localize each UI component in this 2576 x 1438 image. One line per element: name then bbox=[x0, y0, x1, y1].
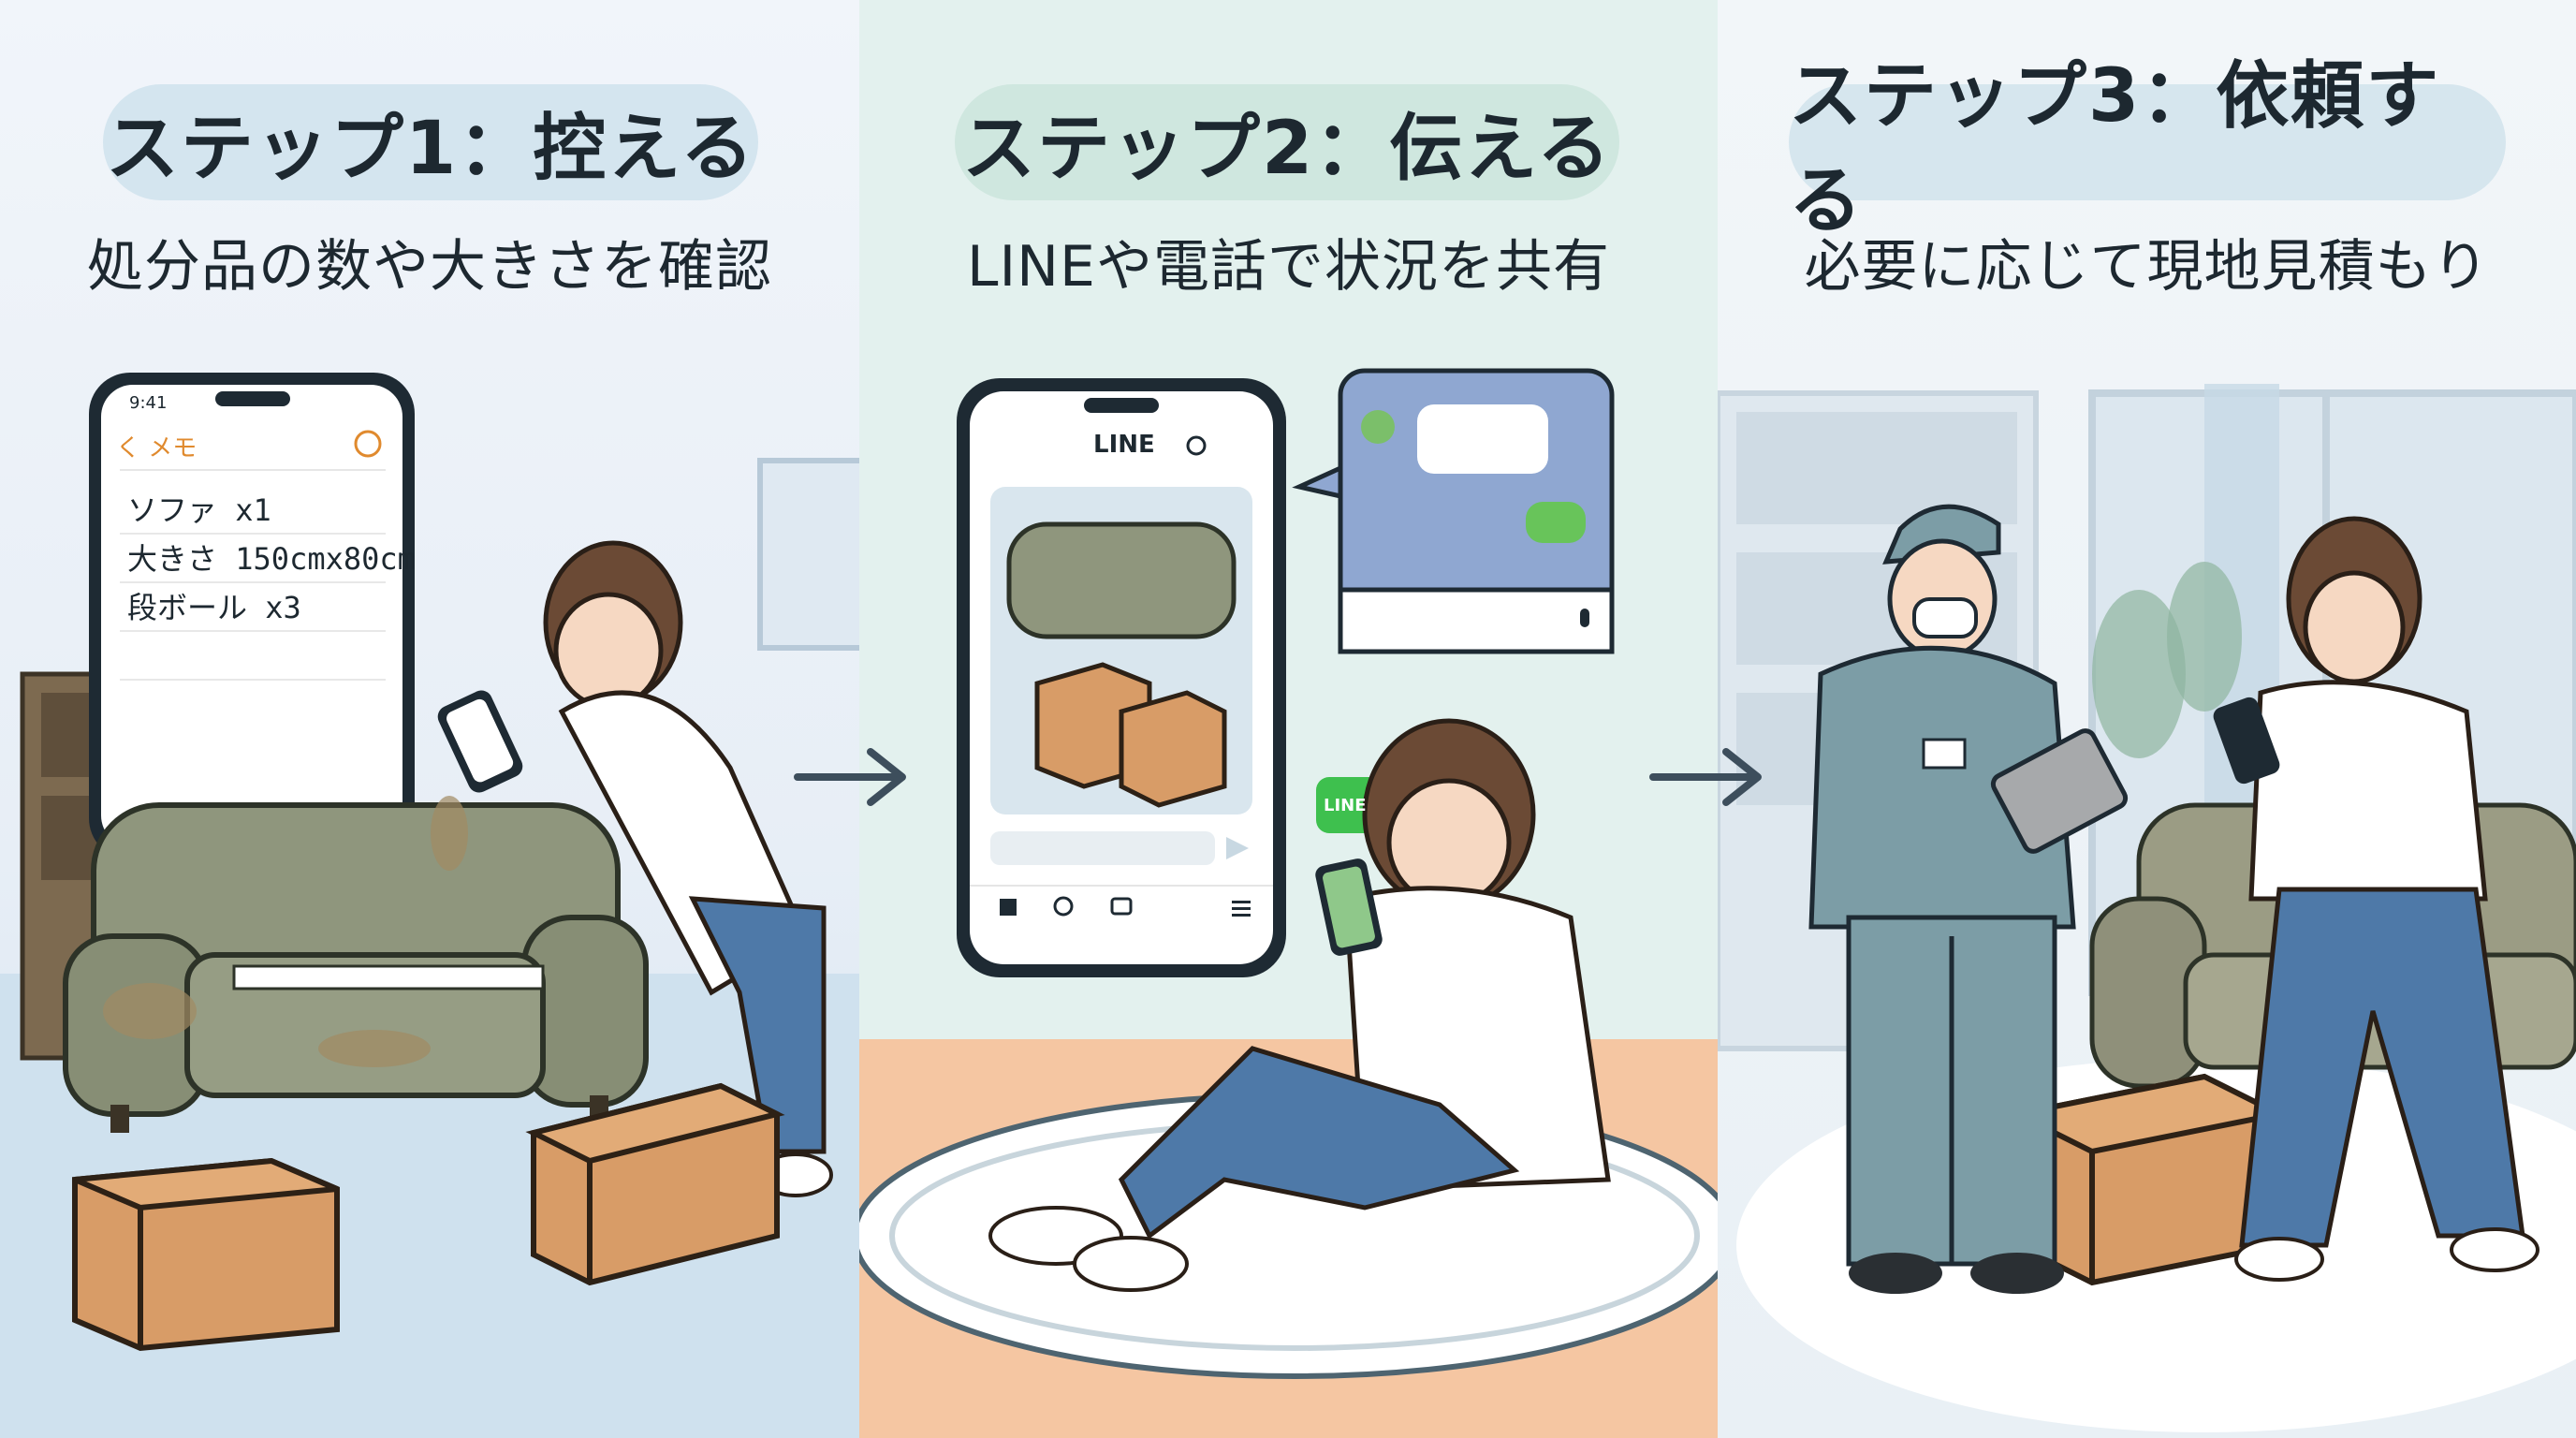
name-badge bbox=[1922, 738, 1967, 770]
wall-picture bbox=[757, 458, 859, 651]
step2-title: ステップ2：伝える bbox=[955, 84, 1619, 200]
mic-icon[interactable] bbox=[1580, 609, 1589, 627]
step1-panel: ステップ1：控える 処分品の数や大きさを確認 9:41 く メモ ソファ x1 … bbox=[0, 0, 859, 1438]
search-icon[interactable] bbox=[1053, 896, 1074, 917]
old-sofa bbox=[63, 796, 649, 1133]
arrow-right-icon bbox=[794, 748, 906, 806]
tape-measure bbox=[232, 964, 545, 990]
more-icon[interactable] bbox=[354, 430, 382, 458]
step3-panel: ステップ3：依頼する 必要に応じて現地見積もり bbox=[1718, 0, 2576, 1438]
memo-line-2: 大きさ 150cmx80cm bbox=[127, 541, 416, 577]
tablet bbox=[1990, 728, 2129, 854]
step2-subtitle: LINEや電話で状況を共有 bbox=[967, 234, 1610, 300]
step1-subtitle: 処分品の数や大きさを確認 bbox=[87, 234, 772, 300]
line-chat-header: LINE bbox=[1093, 431, 1155, 459]
step3-scene bbox=[1718, 384, 2576, 1432]
menu-icon[interactable] bbox=[1232, 901, 1251, 917]
step3-title: ステップ3：依頼する bbox=[1789, 54, 2506, 243]
line-badge-label: LINE bbox=[1324, 796, 1367, 815]
step1-scene bbox=[0, 373, 859, 1438]
memo-line-3: 段ボール x3 bbox=[127, 590, 301, 625]
worker-estimator bbox=[1808, 504, 2129, 1294]
phone-time: 9:41 bbox=[129, 393, 168, 413]
cardboard-box-left bbox=[72, 1157, 340, 1352]
phone-call-icon[interactable] bbox=[1186, 435, 1207, 456]
plant bbox=[2092, 562, 2242, 758]
line-phone bbox=[957, 378, 1286, 977]
chat-bubble-icon bbox=[1292, 368, 1615, 654]
woman-sitting bbox=[988, 718, 1611, 1292]
step2-panel: ステップ2：伝える LINEや電話で状況を共有 LINE LINE bbox=[859, 0, 1718, 1438]
camera-icon[interactable] bbox=[1110, 897, 1133, 916]
memo-phone bbox=[89, 373, 415, 859]
cardboard-box-right bbox=[525, 1082, 785, 1286]
client-woman bbox=[2213, 516, 2539, 1282]
home-icon[interactable] bbox=[1000, 899, 1017, 916]
memo-back-link[interactable]: く メモ bbox=[116, 434, 198, 462]
step1-title: ステップ1：控える bbox=[103, 84, 758, 200]
arrow-right-icon bbox=[1649, 748, 1762, 806]
step3-subtitle: 必要に応じて現地見積もり bbox=[1804, 234, 2490, 300]
memo-line-1: ソファ x1 bbox=[127, 492, 271, 528]
woman-measuring bbox=[437, 540, 833, 1197]
step2-scene bbox=[859, 368, 1718, 1438]
